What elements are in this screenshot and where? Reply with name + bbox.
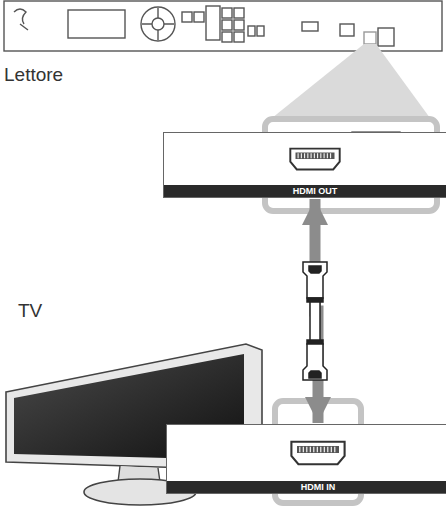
- port-label: HDMI IN: [167, 481, 446, 493]
- device-label: Lettore: [4, 64, 63, 86]
- hdmi-port: HDMI IN: [166, 424, 446, 494]
- callout-wedge: [272, 44, 430, 118]
- port-label: HDMI OUT: [164, 185, 446, 197]
- hdmi-socket: [167, 425, 446, 481]
- hdmi-socket: [164, 133, 446, 185]
- hdmi-port: HDMI OUT: [163, 132, 446, 198]
- device-label: TV: [18, 300, 42, 322]
- player-chassis: [4, 1, 442, 51]
